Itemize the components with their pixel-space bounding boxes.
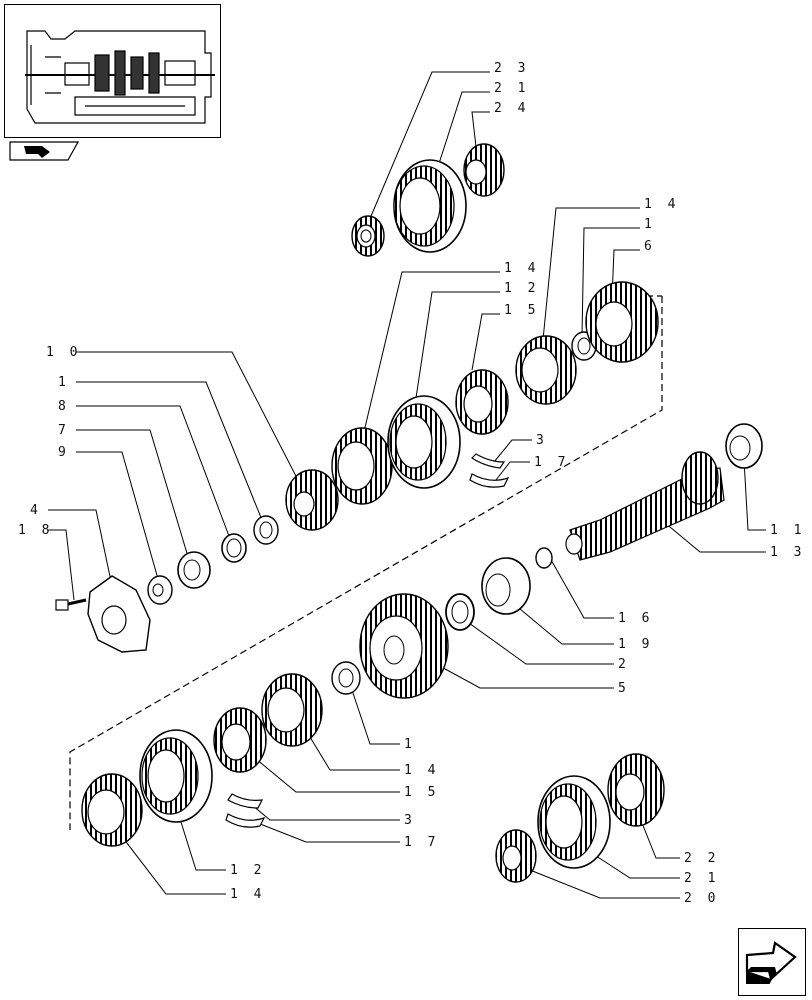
callout-24[interactable]: 2 4 [494,101,529,116]
next-page-button[interactable] [738,928,806,996]
synchro-hub-15-upper [455,369,509,435]
bearing-19 [481,557,531,615]
synchro-ring-21-bottom [537,775,611,869]
transmission-thumbnail-drawing [25,30,215,124]
callout-18[interactable]: 1 8 [18,523,53,538]
sliding-sleeve-12-upper [387,395,461,489]
callout-15[interactable]: 1 5 [504,303,539,318]
synchro-hub-14-upper-right [515,335,577,405]
gear-22 [607,753,665,827]
synchro-hub-14-lower [261,673,323,747]
circlip-3-upper [471,453,506,469]
key-17-lower [225,813,266,828]
callout-14[interactable]: 1 4 [644,197,679,212]
mainshaft-13 [565,451,725,561]
cover-plate-4 [87,575,151,653]
callout-3[interactable]: 3 [536,433,548,448]
callout-5[interactable]: 5 [618,681,630,696]
callout-12[interactable]: 1 2 [504,281,539,296]
callout-10[interactable]: 1 0 [46,345,81,360]
washer-2 [445,593,475,631]
callout-7[interactable]: 7 [58,423,70,438]
gear-10 [285,469,339,531]
callout-21[interactable]: 2 1 [684,871,719,886]
nav-arrow-icon[interactable] [8,140,88,164]
gear-5 [359,593,449,699]
callout-14[interactable]: 1 4 [504,261,539,276]
callout-11[interactable]: 1 1 [770,523,805,538]
callout-21[interactable]: 2 1 [494,81,529,96]
bearing-11 [725,423,763,469]
callout-22[interactable]: 2 2 [684,851,719,866]
assembly-thumbnail[interactable] [4,4,221,138]
callout-2[interactable]: 2 [618,657,630,672]
bushing-1-lower [331,661,361,695]
callout-23[interactable]: 2 3 [494,61,529,76]
next-page-arrow-icon [745,941,797,984]
callout-9[interactable]: 9 [58,445,70,460]
gear-6 [585,281,659,363]
callout-14[interactable]: 1 4 [230,887,265,902]
bushing-1-middle [253,515,279,545]
callout-3[interactable]: 3 [404,813,416,828]
gear-20 [495,829,537,883]
callout-8[interactable]: 8 [58,399,70,414]
callout-1[interactable]: 1 [644,217,656,232]
synchro-ring-21-top [393,159,467,253]
callout-14[interactable]: 1 4 [404,763,439,778]
synchro-hub-15-lower [213,707,267,773]
callout-4[interactable]: 4 [30,503,42,518]
callout-17[interactable]: 1 7 [404,835,439,850]
callout-labels: 2 3 2 1 2 4 1 4 1 6 1 4 1 2 1 5 1 0 1 8 … [18,61,805,906]
callout-12[interactable]: 1 2 [230,863,265,878]
leader-lines [48,71,766,899]
nut-9 [147,575,173,605]
bolt-18 [55,598,87,611]
bearing-7 [177,551,211,589]
washer-8 [221,533,247,563]
callout-1[interactable]: 1 [404,737,416,752]
callout-1[interactable]: 1 [58,375,70,390]
callout-15[interactable]: 1 5 [404,785,439,800]
gear-23 [351,215,385,257]
callout-19[interactable]: 1 9 [618,637,653,652]
synchro-hub-14-middle [331,427,393,505]
callout-20[interactable]: 2 0 [684,891,719,906]
callout-17[interactable]: 1 7 [534,455,569,470]
circlip-3-lower [227,793,264,809]
callout-16[interactable]: 1 6 [618,611,653,626]
synchro-hub-14-bottom [81,773,143,847]
sliding-sleeve-12-lower [139,729,213,823]
callout-6[interactable]: 6 [644,239,656,254]
bushing-16 [535,547,553,569]
key-17-upper [469,473,510,488]
gear-24 [463,143,505,197]
callout-13[interactable]: 1 3 [770,545,805,560]
